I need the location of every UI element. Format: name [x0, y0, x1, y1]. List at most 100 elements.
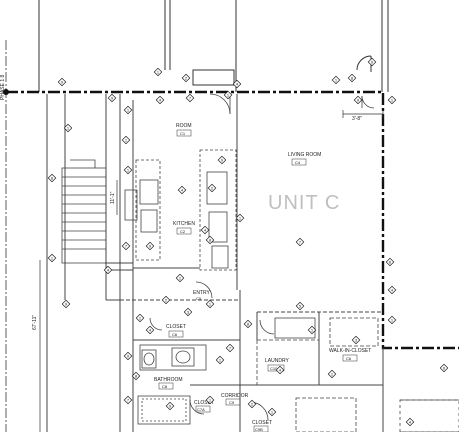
tag-diamond — [131, 371, 141, 381]
tag-diamond — [107, 93, 117, 103]
tag-marker: 1 — [153, 67, 163, 77]
tag-number: 8 — [209, 238, 212, 243]
tag-diamond — [135, 313, 145, 323]
tag-number: 1 — [391, 98, 394, 103]
tag-diamond — [235, 213, 245, 223]
tag-diamond — [123, 395, 133, 405]
tag-diamond — [183, 307, 193, 317]
room-code-closet: C6 — [172, 332, 178, 337]
tag-number: 1 — [219, 358, 222, 363]
room-name-room: ROOM — [176, 123, 192, 129]
tag-diamond — [351, 335, 361, 345]
tag-marker: 9 — [217, 155, 227, 165]
tag-marker: 9 — [145, 241, 155, 251]
tag-diamond — [327, 369, 337, 379]
top-exterior — [38, 0, 389, 92]
tag-number: 1 — [139, 316, 142, 321]
tag-marker: 9 — [123, 351, 133, 361]
tag-marker: 1 — [63, 123, 73, 133]
tag-number: 7 — [189, 96, 192, 101]
tag-marker: 1 — [205, 299, 215, 309]
tag-number: 6 — [389, 260, 392, 265]
tag-number: 6 — [443, 366, 446, 371]
tag-marker: 4 — [387, 285, 397, 295]
tag-number: 1 — [209, 302, 212, 307]
tag-number: 9 — [371, 60, 374, 65]
tag-number: 9 — [61, 80, 64, 85]
tag-marker: 1 — [175, 273, 185, 283]
room-name-laundry: LAUNDRY — [265, 358, 289, 364]
tag-number: 2 — [165, 298, 168, 303]
tag-number: 1 — [127, 108, 130, 113]
tag-marker: 9 — [61, 299, 71, 309]
tag-diamond — [205, 235, 215, 245]
tag-number: 4 — [409, 420, 412, 425]
tag-number: 9 — [169, 404, 172, 409]
tag-number: 7 — [229, 346, 232, 351]
tag-diamond — [153, 67, 163, 77]
room-name-kitchen: KITCHEN — [173, 221, 195, 227]
tag-diamond — [185, 93, 195, 103]
kitchen-cabinets — [124, 149, 237, 271]
tag-number: 1 — [335, 78, 338, 83]
tag-diamond — [217, 155, 227, 165]
tag-diamond — [181, 73, 191, 83]
tag-diamond — [145, 325, 155, 335]
tag-marker: 2 — [207, 183, 217, 193]
tag-diamond — [123, 165, 133, 175]
tag-marker: 7 — [185, 93, 195, 103]
laundry-walkin — [256, 317, 379, 432]
tag-diamond — [307, 325, 317, 335]
tag-number: 4 — [159, 98, 162, 103]
tag-number: 4 — [149, 328, 152, 333]
tag-number: 9 — [221, 158, 224, 163]
tag-marker: 1 — [123, 165, 133, 175]
tag-number: 4 — [107, 268, 110, 273]
tag-number: 8 — [51, 176, 54, 181]
tag-marker: 3 — [351, 335, 361, 345]
tag-diamond — [123, 351, 133, 361]
tag-diamond — [145, 241, 155, 251]
tag-diamond — [232, 79, 242, 89]
tag-diamond — [165, 401, 175, 411]
tag-diamond — [177, 185, 187, 195]
bathroom-fixtures — [137, 344, 207, 425]
tag-number: 9 — [149, 244, 152, 249]
tag-number: 9 — [65, 302, 68, 307]
tag-diamond — [161, 295, 171, 305]
tag-number: 1 — [157, 70, 160, 75]
tag-diamond — [347, 73, 357, 83]
tag-marker: 6 — [439, 363, 449, 373]
tag-number: 9 — [127, 354, 130, 359]
tag-marker: 1 — [123, 105, 133, 115]
tag-diamond — [205, 395, 215, 405]
tag-diamond — [387, 285, 397, 295]
dim-kitchen-side: 11'-1" — [110, 191, 116, 204]
tag-number: 1 — [311, 328, 314, 333]
room-code-living: C4 — [295, 160, 301, 165]
tag-marker: 1 — [387, 315, 397, 325]
tag-number: 1 — [67, 126, 70, 131]
tag-number: 1 — [127, 168, 130, 173]
room-name-walkin: WALK-IN-CLOSET — [329, 348, 371, 354]
tag-number: 4 — [236, 82, 239, 87]
tag-diamond — [225, 343, 235, 353]
tag-diamond — [275, 365, 285, 375]
tag-marker: 3 — [183, 307, 193, 317]
tag-marker: 1 — [267, 407, 277, 417]
tag-diamond — [385, 257, 395, 267]
tag-number: 2 — [211, 186, 214, 191]
tag-diamond — [205, 299, 215, 309]
grid-label: PHASE 1 8 — [0, 74, 6, 100]
tag-number: 1 — [227, 93, 230, 98]
tag-marker: 7 — [225, 343, 235, 353]
room-name-closet3: CLOSET — [252, 420, 272, 426]
room-code-room: C1 — [180, 131, 186, 136]
tag-number: 1 — [239, 216, 242, 221]
room-code-bathroom: C8 — [162, 384, 168, 389]
tag-number: 7 — [299, 240, 302, 245]
dim-left-height: 67'-11" — [32, 315, 38, 330]
tag-diamond — [387, 315, 397, 325]
tag-diamond — [121, 135, 131, 145]
tag-diamond — [47, 173, 57, 183]
